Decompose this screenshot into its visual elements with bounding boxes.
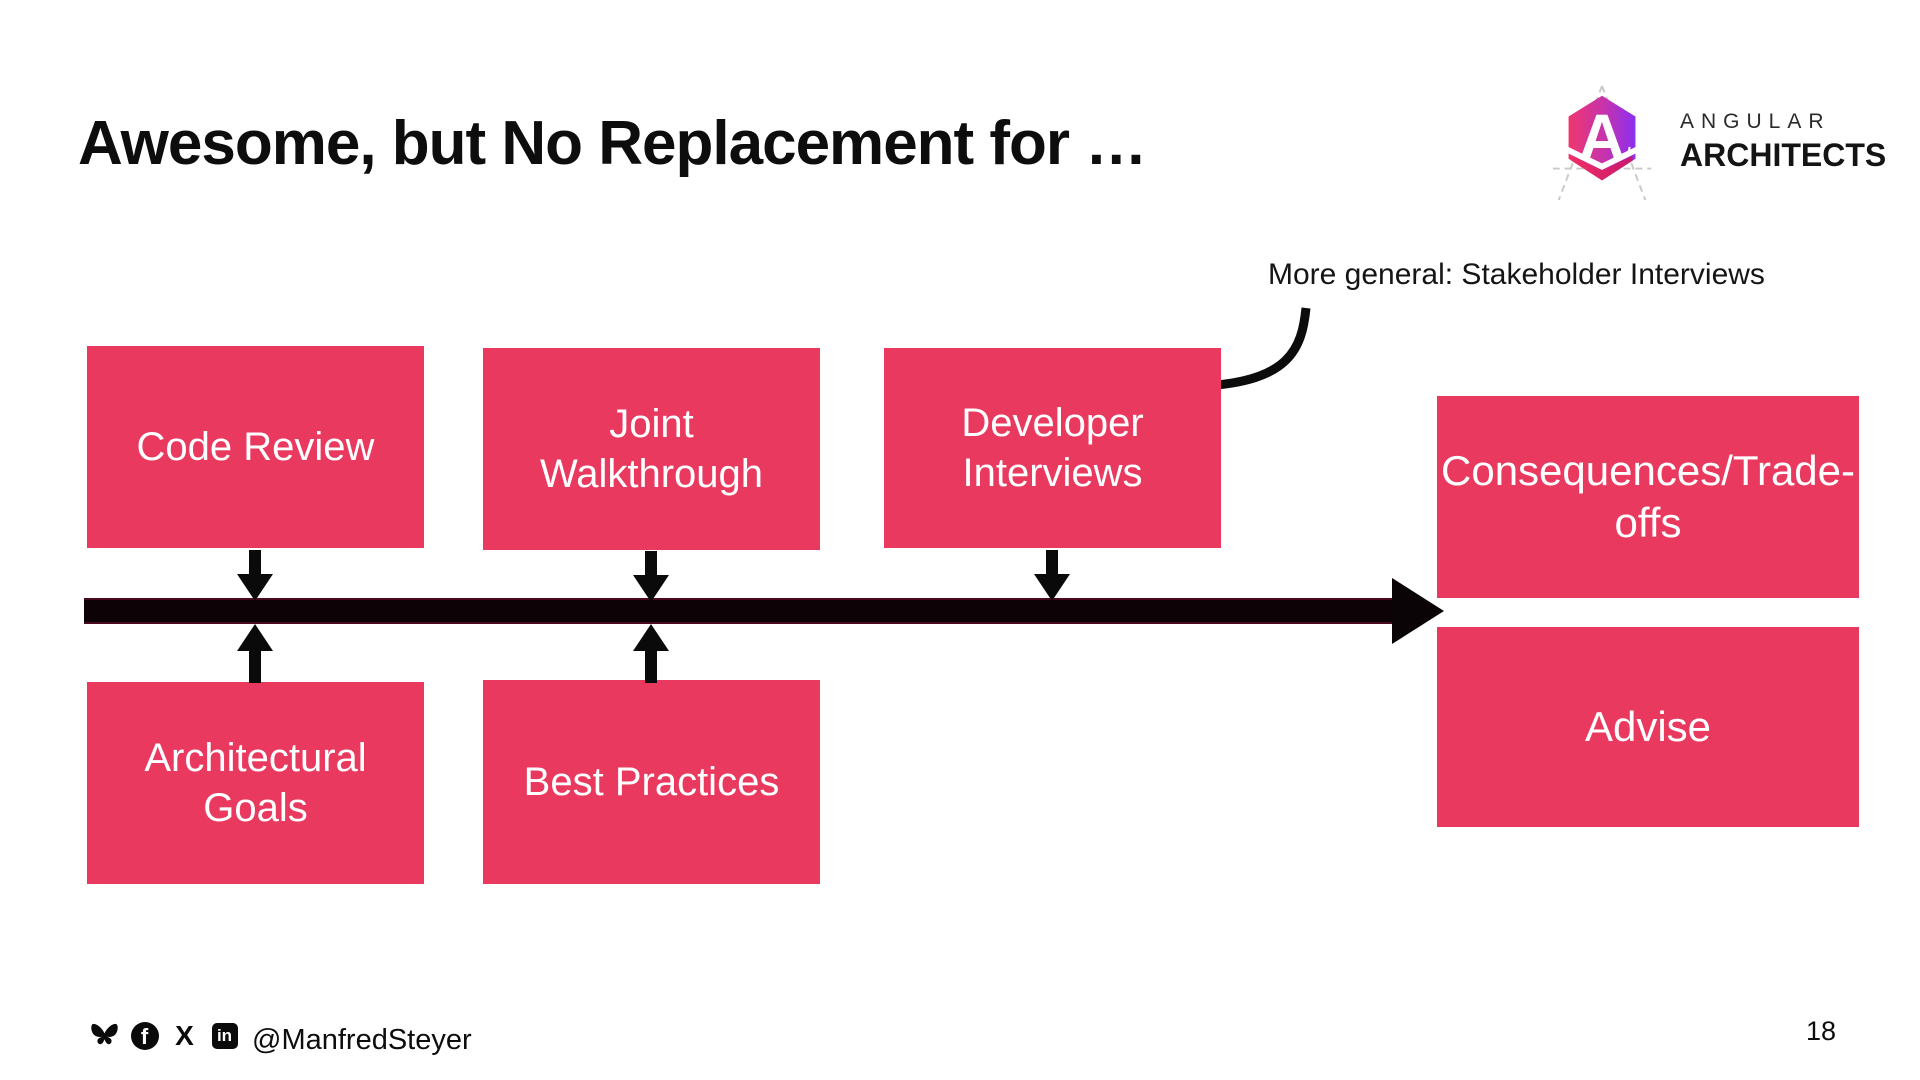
logo-wordmark: ANGULAR ARCHITECTS (1680, 110, 1886, 174)
facebook-icon: f (130, 1021, 159, 1050)
page-number: 18 (1806, 1016, 1837, 1046)
box-code-review: Code Review (87, 346, 424, 548)
box-architectural-goals: Architectural Goals (87, 682, 424, 884)
logo-brand-bottom: ARCHITECTS (1680, 137, 1887, 173)
x-icon: X (170, 1021, 199, 1050)
page-title: Awesome, but No Replacement for … (78, 109, 1147, 178)
timeline-bar (84, 600, 1392, 622)
box-consequences-tradeoffs: Consequences/Trade-offs (1437, 396, 1859, 598)
bluesky-icon (90, 1021, 119, 1050)
annotation-text: More general: Stakeholder Interviews (1268, 258, 1765, 291)
logo-brand-top: ANGULAR (1680, 110, 1831, 133)
arrow-up-architectural-goals-icon (237, 624, 273, 683)
footer-handle: @ManfredSteyer (252, 1024, 472, 1056)
arrow-down-joint-walkthrough-icon (633, 551, 669, 602)
linkedin-icon: in (210, 1021, 239, 1050)
box-best-practices: Best Practices (483, 680, 820, 884)
x-letter: X (175, 1019, 194, 1051)
timeline-arrowhead-icon (1392, 578, 1444, 644)
arrow-down-code-review-icon (237, 550, 273, 601)
angular-architects-logo-icon: A (1552, 85, 1652, 201)
svg-text:A: A (1579, 101, 1626, 174)
box-developer-interviews: Developer Interviews (884, 348, 1221, 548)
arrow-up-best-practices-icon (633, 624, 669, 683)
box-advise: Advise (1437, 627, 1859, 827)
box-joint-walkthrough: Joint Walkthrough (483, 348, 820, 550)
arrow-down-developer-interviews-icon (1034, 550, 1070, 601)
linkedin-letters: in (216, 1025, 233, 1045)
angular-architects-logo: A ANGULAR ARCHITECTS (1552, 84, 1912, 204)
facebook-letter: f (140, 1023, 149, 1049)
footer-social-icons: f X in (90, 1021, 239, 1050)
